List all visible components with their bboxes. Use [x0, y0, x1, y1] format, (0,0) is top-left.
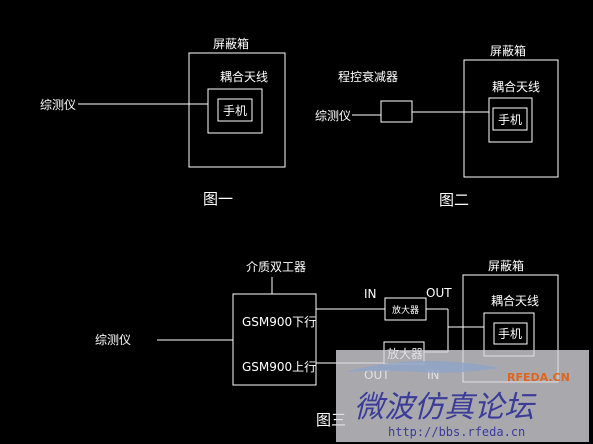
figure-2: 程控衰减器 综测仪 屏蔽箱 耦合天线 手机 图二	[315, 43, 559, 209]
fig3-uplink-label: GSM900上行	[242, 360, 316, 374]
fig2-shield-box	[463, 59, 559, 178]
watermark-url: http://bbs.rfeda.cn	[388, 425, 525, 439]
fig3-downlink-label: GSM900下行	[242, 315, 316, 329]
fig1-coupling-antenna-label: 耦合天线	[220, 69, 268, 84]
watermark-wing-icon	[345, 360, 500, 373]
fig2-coupling-antenna-label: 耦合天线	[492, 79, 540, 94]
fig3-amplifier-1-label: 放大器	[392, 304, 419, 316]
fig3-amp1-out-label: OUT	[426, 286, 452, 300]
fig3-amp1-in-label: IN	[364, 287, 377, 301]
fig3-tester-label: 综测仪	[95, 333, 131, 347]
fig2-tester-label: 综测仪	[315, 109, 351, 123]
fig2-caption: 图二	[439, 191, 469, 209]
fig3-duplexer-label: 介质双工器	[246, 260, 306, 274]
fig3-coupling-antenna-label: 耦合天线	[491, 293, 539, 308]
fig1-phone-label: 手机	[223, 104, 247, 118]
fig1-phone-box	[217, 98, 253, 122]
fig1-caption: 图一	[203, 190, 233, 208]
fig2-attenuator-label: 程控衰减器	[338, 69, 398, 84]
fig1-shield-box-label: 屏蔽箱	[213, 36, 249, 51]
fig3-shield-box-label: 屏蔽箱	[488, 258, 524, 273]
fig2-attenuator-box	[380, 100, 413, 123]
fig2-antenna-box	[488, 97, 533, 143]
fig1-antenna-box	[207, 88, 263, 134]
figure-1: 屏蔽箱 耦合天线 手机 综测仪 图一	[40, 36, 286, 208]
fig2-phone-label: 手机	[498, 113, 522, 127]
watermark: RFEDA.CN 微波仿真论坛 http://bbs.rfeda.cn	[336, 350, 589, 442]
watermark-logo: RFEDA.CN	[507, 371, 570, 384]
fig2-shield-box-label: 屏蔽箱	[490, 43, 526, 58]
fig1-tester-label: 综测仪	[40, 98, 76, 112]
fig1-shield-box	[188, 52, 286, 168]
figure-3: 介质双工器 GSM900下行 GSM900上行 综测仪 IN 放大器 OUT 放…	[95, 258, 559, 429]
fig3-phone-label: 手机	[498, 327, 522, 341]
watermark-title: 微波仿真论坛	[354, 390, 537, 425]
fig3-phone-box	[493, 322, 528, 345]
fig2-phone-box	[492, 107, 528, 131]
